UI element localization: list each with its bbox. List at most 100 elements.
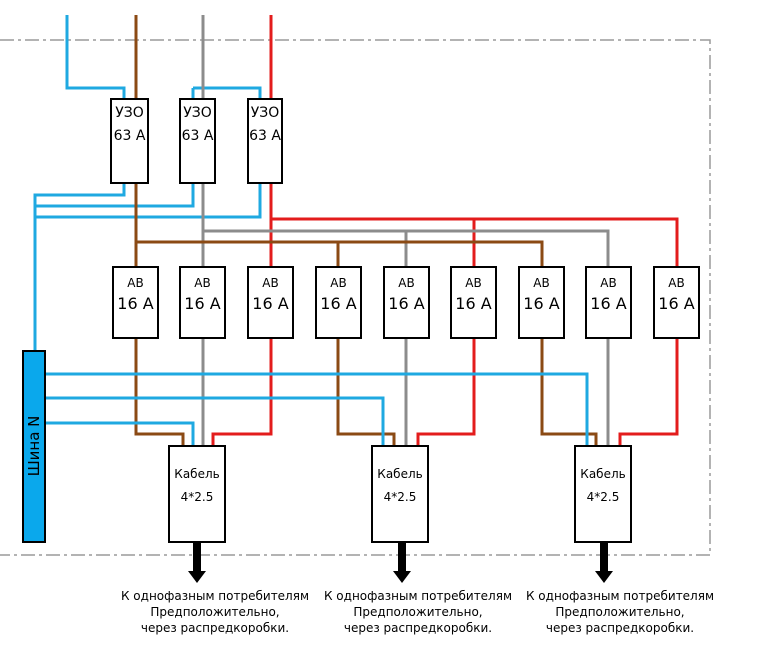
assumption-caption: Предположительно, [555,605,684,619]
breaker-9: АВ 16 А [653,266,700,339]
cable1-phase-c-feed [211,338,273,448]
cable-group-1: Кабель 4*2.5 К однофазным потребителям П… [121,445,309,635]
cable3-neutral-feed [45,372,589,448]
consumer-caption: К однофазным потребителям [324,589,512,603]
phase-distribution [134,182,679,268]
rcd-3: УЗО 63 А [247,98,283,184]
rcd-body [247,98,283,184]
breaker-body [653,266,700,339]
breaker-body [179,266,226,339]
breaker-body [315,266,362,339]
breaker-8: АВ 16 А [585,266,632,339]
breaker-5: АВ 16 А [383,266,430,339]
cable-type-label: Кабель [580,467,625,481]
routing-caption: через распредкоробки. [344,621,492,635]
breaker-3: АВ 16 А [247,266,294,339]
breaker-rating-label: 16 А [590,294,626,313]
cable2-phase-a-feed [336,338,396,448]
cable-spec-label: 4*2.5 [587,490,620,504]
down-arrow-icon [595,542,613,583]
rcd-type-label: УЗО [183,105,212,121]
rcd3-neutral-return [35,182,262,219]
rcd1-neutral-return [33,182,126,352]
breaker-7: АВ 16 А [518,266,565,339]
breaker-rating-label: 16 А [117,294,153,313]
breaker-type-label: АВ [533,276,549,290]
incoming-supply [65,15,273,100]
breaker-body [247,266,294,339]
cable2-neutral-feed [45,396,385,448]
rcd-rating-label: 63 А [114,128,146,144]
breaker-type-label: АВ [465,276,481,290]
cable3-phase-c-feed [618,338,679,448]
breaker-type-label: АВ [127,276,143,290]
consumer-caption: К однофазным потребителям [526,589,714,603]
breaker-type-label: АВ [600,276,616,290]
breaker-body [585,266,632,339]
breaker-rating-label: 16 А [455,294,491,313]
rcd-rating-label: 63 А [249,128,281,144]
rcd-rating-label: 63 А [182,128,214,144]
neutral-bus: Шина N [22,350,46,543]
enclosure-boundary [0,39,711,556]
neutral-bus-bar [22,350,46,543]
down-arrow-icon [188,542,206,583]
cable-spec-label: 4*2.5 [181,490,214,504]
rcd-body [110,98,149,184]
breaker-body [383,266,430,339]
cable1-phase-a-feed [134,338,185,448]
cable-body [168,445,226,543]
breaker-outputs [134,338,679,448]
breaker-body [518,266,565,339]
cable1-neutral-feed [45,421,195,448]
rcd2-neutral-return [35,182,195,208]
rcd-1: УЗО 63 А [110,98,149,184]
rcd-neutral-returns [33,182,262,352]
cable-type-label: Кабель [174,467,219,481]
cable-body [371,445,429,543]
cable-body [574,445,632,543]
incoming-neutral-wire [65,15,262,100]
breaker-rating-label: 16 А [658,294,694,313]
consumer-caption: К однофазным потребителям [121,589,309,603]
breaker-type-label: АВ [194,276,210,290]
breaker-6: АВ 16 А [450,266,497,339]
rcd-2: УЗО 63 А [179,98,216,184]
breaker-rating-label: 16 А [523,294,559,313]
breaker-4: АВ 16 А [315,266,362,339]
neutral-bus-label: Шина N [25,416,43,477]
routing-caption: через распредкоробки. [546,621,694,635]
assumption-caption: Предположительно, [353,605,482,619]
breaker-body [450,266,497,339]
bus-neutral-feeds [45,372,589,448]
phase-c-distribution-bus [269,182,679,268]
cable-spec-label: 4*2.5 [384,490,417,504]
breaker-rating-label: 16 А [184,294,220,313]
breaker-row: АВ 16 А АВ 16 А АВ 16 А АВ 16 А АВ 16 А … [112,266,700,339]
breaker-type-label: АВ [398,276,414,290]
breaker-rating-label: 16 А [252,294,288,313]
breaker-body [112,266,159,339]
breaker-type-label: АВ [668,276,684,290]
routing-caption: через распредкоробки. [141,621,289,635]
phase-a-distribution-bus [134,182,544,268]
cable-type-label: Кабель [377,467,422,481]
down-arrow-icon [393,542,411,583]
assumption-caption: Предположительно, [150,605,279,619]
rcd-row: УЗО 63 А УЗО 63 А УЗО 63 А [110,98,283,184]
rcd-type-label: УЗО [251,105,280,121]
breaker-type-label: АВ [330,276,346,290]
cable-group-3: Кабель 4*2.5 К однофазным потребителям П… [526,445,714,635]
rcd-body [179,98,216,184]
phase-b-distribution-bus [201,182,610,268]
rcd-type-label: УЗО [115,105,144,121]
cable3-phase-a-feed [540,338,598,448]
breaker-rating-label: 16 А [320,294,356,313]
breaker-rating-label: 16 А [388,294,424,313]
breaker-2: АВ 16 А [179,266,226,339]
breaker-1: АВ 16 А [112,266,159,339]
breaker-type-label: АВ [262,276,278,290]
cable-group-2: Кабель 4*2.5 К однофазным потребителям П… [324,445,512,635]
cable2-phase-c-feed [416,338,476,448]
